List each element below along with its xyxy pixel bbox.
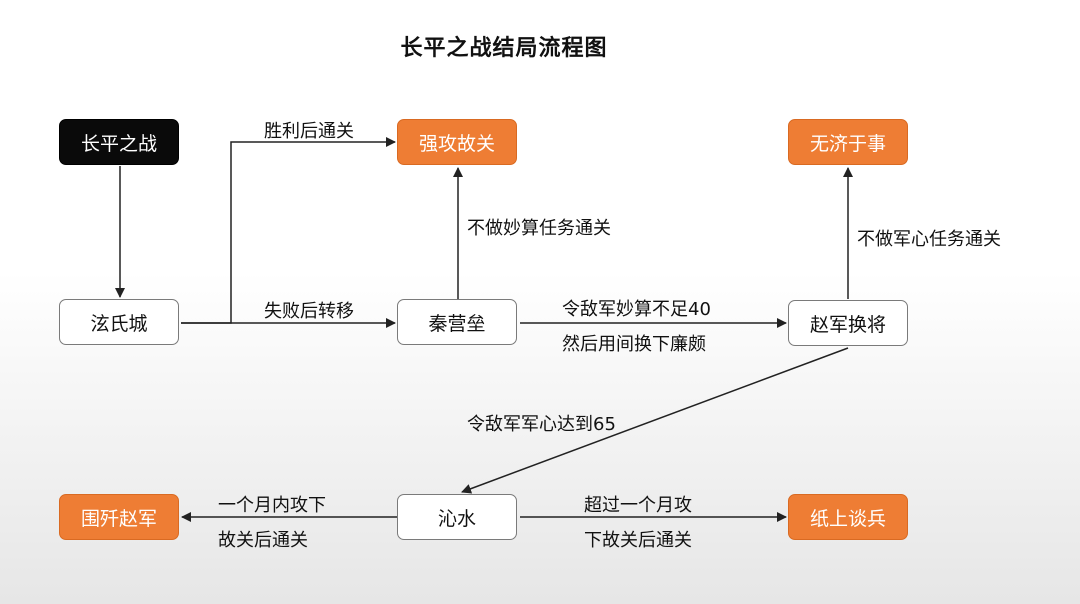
edge-label-junxin65: 令敌军军心达到65 bbox=[467, 414, 616, 435]
edge-label-month-in-line2: 故关后通关 bbox=[218, 530, 308, 551]
node-hongshicheng: 泫氏城 bbox=[59, 299, 179, 345]
edge-label-no-junxin: 不做军心任务通关 bbox=[857, 229, 1001, 250]
edge-hongshi-to-qiangong bbox=[181, 137, 396, 324]
edge-label-month-over-line1: 超过一个月攻 bbox=[584, 495, 692, 516]
node-wujiyushi: 无济于事 bbox=[788, 119, 908, 165]
edge-label-month-over-line2: 下故关后通关 bbox=[584, 530, 692, 551]
node-weijian: 围歼赵军 bbox=[59, 494, 179, 540]
edge-zhaojun-to-qinshui bbox=[461, 347, 849, 494]
diagram-title: 长平之战结局流程图 bbox=[400, 36, 608, 61]
node-qinshui: 沁水 bbox=[397, 494, 517, 540]
edge-label-win-pass: 胜利后通关 bbox=[264, 121, 354, 142]
node-changping: 长平之战 bbox=[59, 119, 179, 165]
edge-label-month-in-line1: 一个月内攻下 bbox=[218, 495, 326, 516]
edge-label-no-miaosuan: 不做妙算任务通关 bbox=[467, 218, 611, 239]
edge-label-miaosuan-line1: 令敌军妙算不足40 bbox=[562, 299, 711, 320]
edge-label-lose-move: 失败后转移 bbox=[264, 301, 354, 322]
edge-label-miaosuan-line2: 然后用间换下廉颇 bbox=[562, 334, 706, 355]
node-qinyinglei: 秦营垒 bbox=[397, 299, 517, 345]
node-zhaojun-huanjiang: 赵军换将 bbox=[788, 300, 908, 346]
node-zhishang: 纸上谈兵 bbox=[788, 494, 908, 540]
node-qiangong: 强攻故关 bbox=[397, 119, 517, 165]
